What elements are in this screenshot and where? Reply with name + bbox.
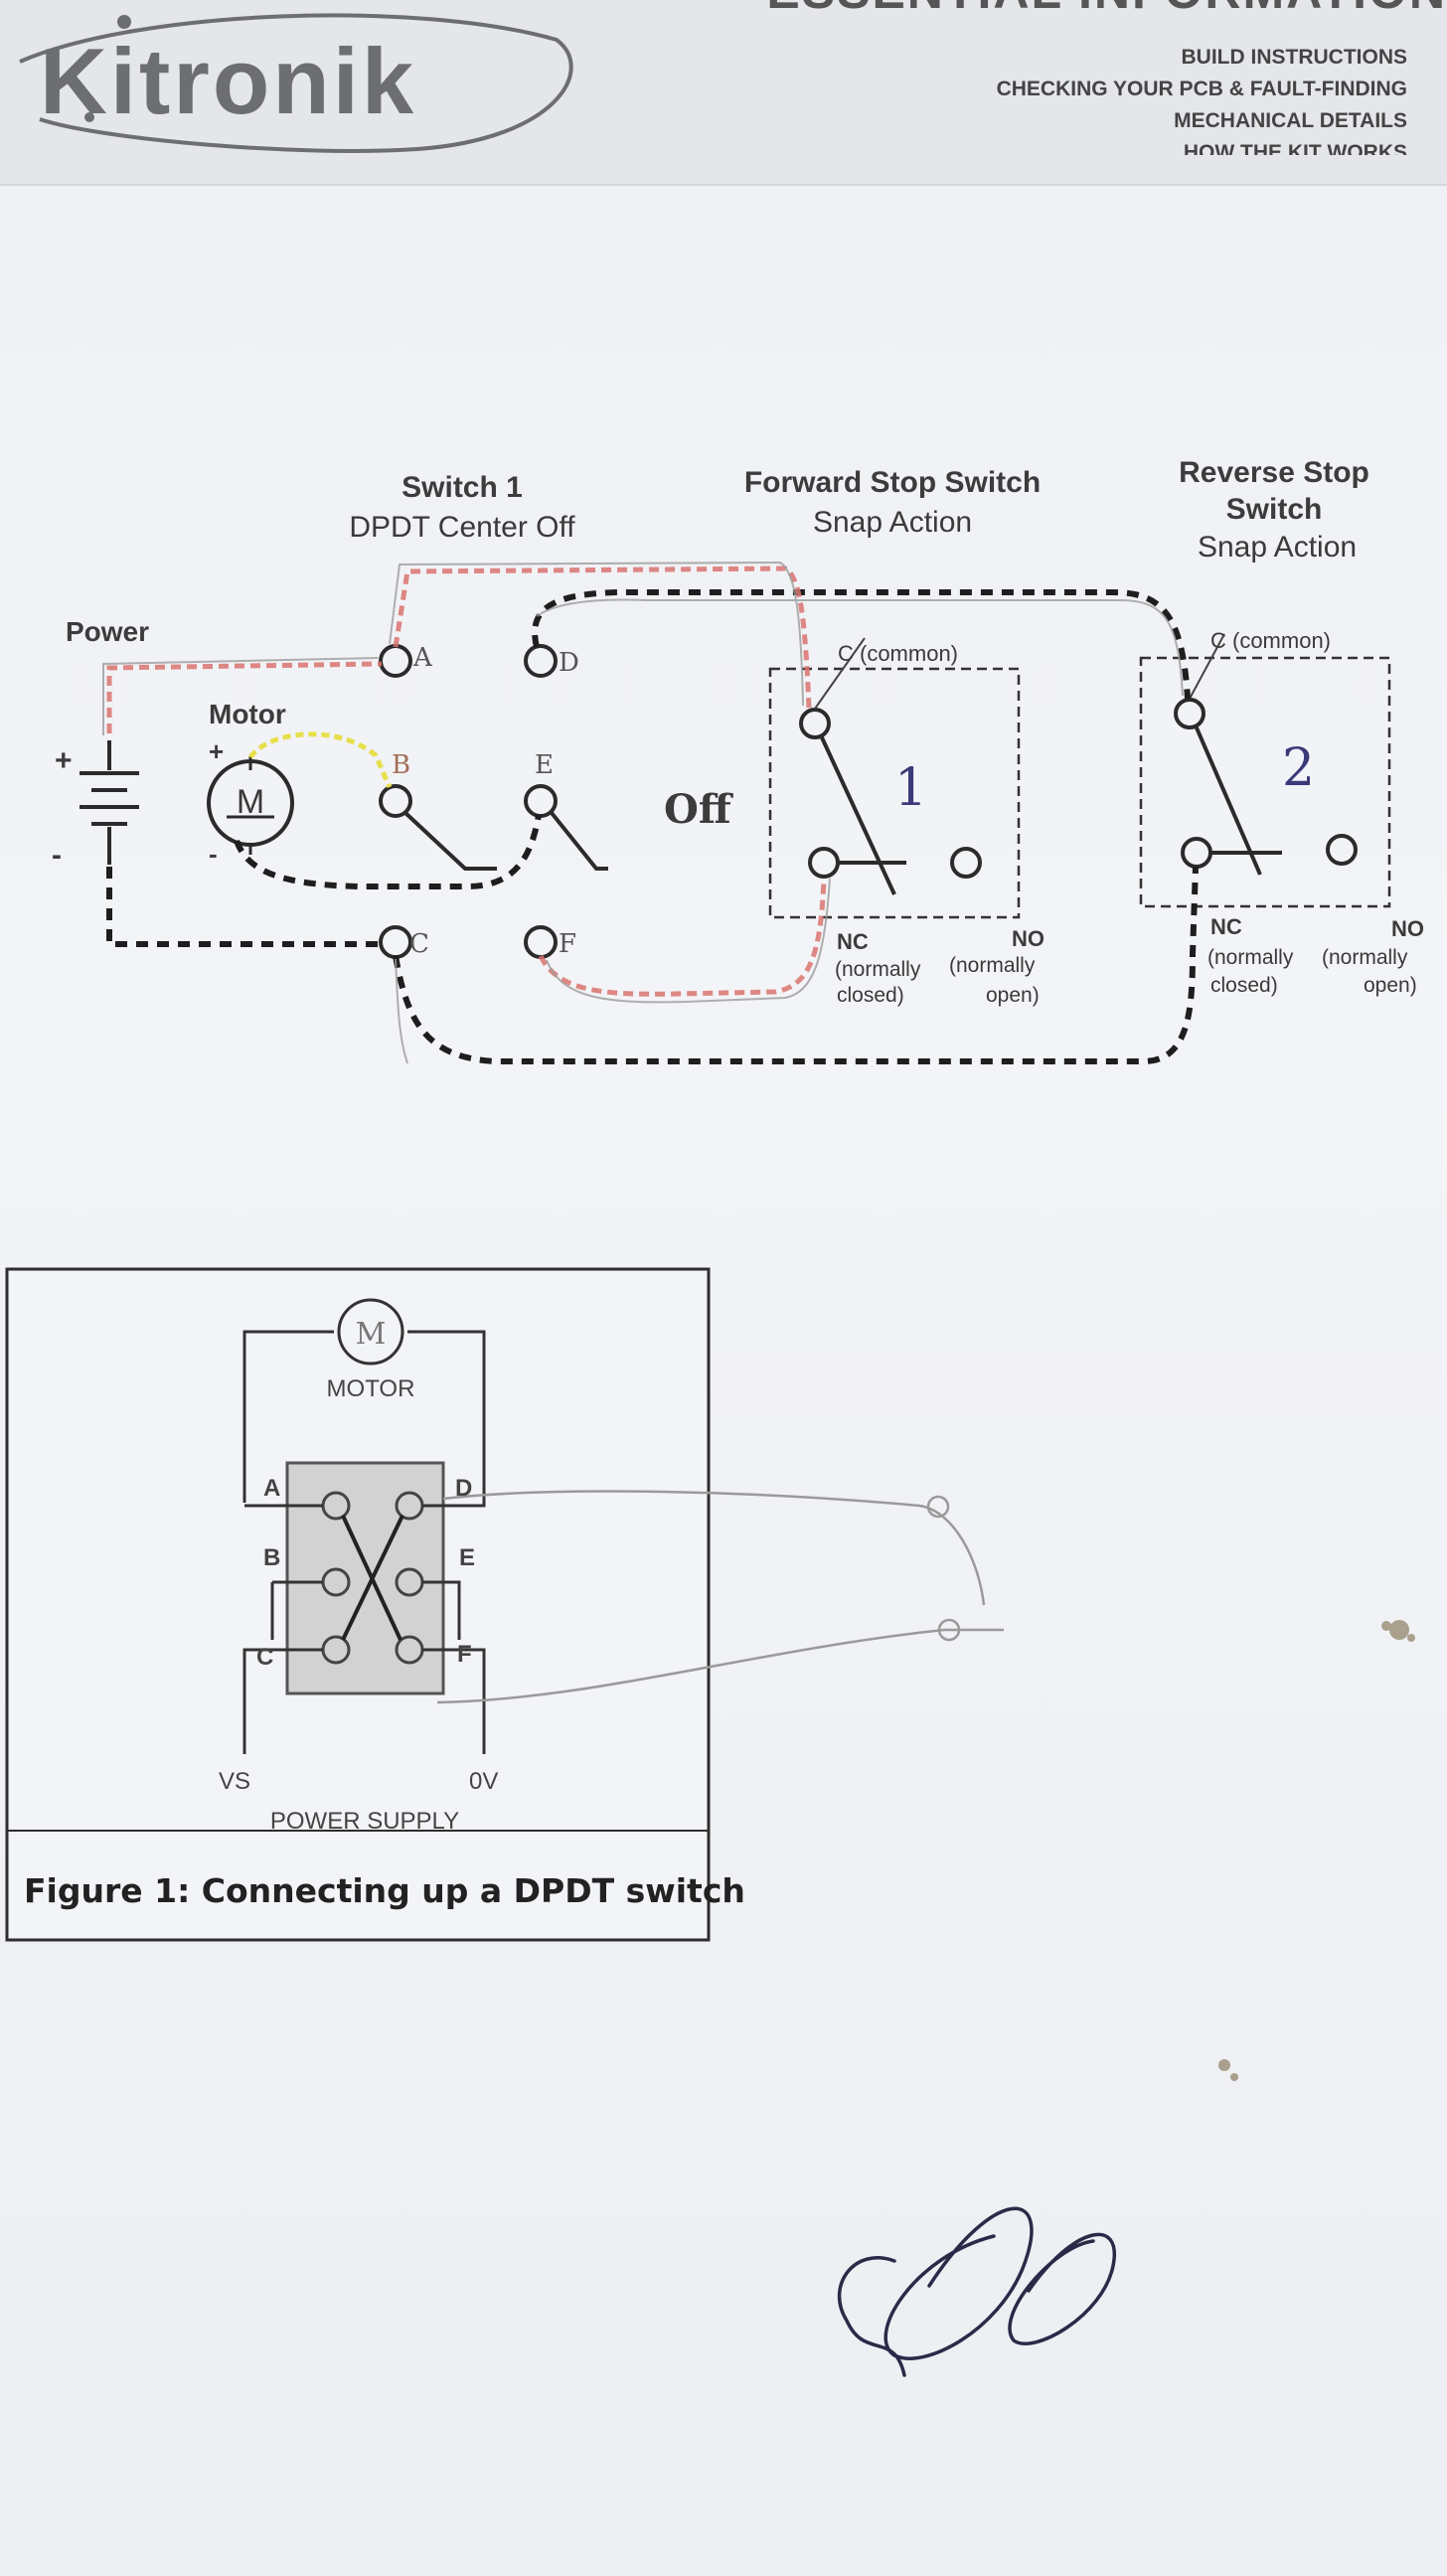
motor-minus-label: - xyxy=(209,839,218,869)
terminal-c-label: C xyxy=(409,929,429,959)
figure-terminal-c-label: C xyxy=(256,1644,273,1671)
forward-no-label: NO xyxy=(1012,926,1045,951)
figure-vs-label: VS xyxy=(219,1768,250,1795)
terminal-c xyxy=(379,925,412,959)
reverse-nc-desc-1: (normally xyxy=(1207,946,1294,969)
motor-m-symbol: M xyxy=(237,783,264,821)
reverse-switch-subtitle: Snap Action xyxy=(1198,531,1357,564)
reverse-no-desc-2: open) xyxy=(1364,974,1417,997)
reverse-no-label: NO xyxy=(1391,916,1424,941)
switch1-subtitle: DPDT Center Off xyxy=(349,511,575,544)
figure-terminal-f-label: F xyxy=(457,1641,472,1668)
yellow-highlight-wire xyxy=(247,731,393,789)
forward-no-desc-1: (normally xyxy=(949,954,1036,977)
dpdt-terminals xyxy=(379,644,608,959)
reverse-nc-label: NC xyxy=(1210,914,1242,939)
terminal-e-label: E xyxy=(535,750,554,780)
terminal-d-label: D xyxy=(559,648,579,678)
battery-minus-label: - xyxy=(52,839,62,872)
figure-power-supply-label: POWER SUPPLY xyxy=(270,1808,459,1835)
forward-no-desc-2: open) xyxy=(986,984,1040,1007)
figure-wiring xyxy=(242,1503,486,1754)
terminal-e xyxy=(524,784,558,818)
forward-nc-label: NC xyxy=(837,929,869,954)
figure-caption: Figure 1: Connecting up a DPDT switch xyxy=(24,1871,745,1910)
motor-plus-label: + xyxy=(209,736,224,766)
power-label: Power xyxy=(66,616,149,647)
reverse-stop-switch xyxy=(1139,633,1391,908)
build-instructions-link[interactable]: BUILD INSTRUCTIONS xyxy=(1181,46,1408,69)
forward-common-label: C (common) xyxy=(838,641,958,666)
terminal-b xyxy=(379,784,412,818)
forward-nc-desc-2: closed) xyxy=(837,984,904,1007)
forward-stop-switch xyxy=(768,637,1021,919)
switch1-title: Switch 1 xyxy=(402,471,523,504)
terminal-f xyxy=(524,925,558,959)
brand-logo: Kitronik xyxy=(40,29,417,133)
figure-terminal-a-label: A xyxy=(263,1475,280,1502)
battery-plus-label: + xyxy=(55,744,73,777)
figure-motor xyxy=(242,1298,486,1503)
reverse-switch-title-2: Switch xyxy=(1226,493,1323,526)
figure-terminal-b-label: B xyxy=(263,1544,280,1571)
motor-label: Motor xyxy=(209,699,286,729)
reverse-handwritten-number: 2 xyxy=(1282,738,1315,798)
terminal-b-label: B xyxy=(392,750,410,780)
terminal-d xyxy=(524,644,558,678)
figure-0v-label: 0V xyxy=(469,1768,498,1795)
header-band: Kitronik ESSENTIAL INFORMATION BUILD INS… xyxy=(0,0,1447,186)
off-label: Off xyxy=(664,786,733,833)
how-kit-works-link[interactable]: HOW THE KIT WORKS xyxy=(1183,141,1407,155)
dashed-wiring xyxy=(106,589,1199,1064)
figure-terminal-d-label: D xyxy=(455,1475,472,1502)
terminal-a-label: A xyxy=(412,643,433,673)
terminal-f-label: F xyxy=(559,929,576,959)
motor-symbol xyxy=(207,755,294,855)
logo-swoosh xyxy=(19,13,573,153)
battery-symbol xyxy=(80,740,139,865)
mechanical-details-link[interactable]: MECHANICAL DETAILS xyxy=(1174,109,1407,132)
forward-handwritten-number: 1 xyxy=(894,758,927,818)
figure-terminal-e-label: E xyxy=(459,1544,475,1571)
reverse-common-label: C (common) xyxy=(1210,628,1331,653)
section-title: ESSENTIAL INFORMATION xyxy=(766,0,1447,20)
figure-pencil-wires xyxy=(436,1490,1004,1704)
reverse-switch-title: Reverse Stop xyxy=(1179,456,1369,489)
terminal-a xyxy=(379,644,412,678)
paper-smudges xyxy=(1218,1620,1415,2081)
reverse-nc-desc-2: closed) xyxy=(1210,974,1278,997)
gray-pencil-wiring xyxy=(102,561,1184,1064)
figure-motor-symbol: M xyxy=(356,1317,387,1352)
handwritten-signature xyxy=(837,2206,1116,2377)
fault-finding-link[interactable]: CHECKING YOUR PCB & FAULT-FINDING xyxy=(996,78,1407,100)
figure-switch-terminals xyxy=(321,1491,424,1665)
figure-switch-body xyxy=(285,1461,445,1695)
figure-motor-label: MOTOR xyxy=(327,1375,415,1402)
forward-switch-title: Forward Stop Switch xyxy=(744,466,1041,499)
forward-switch-subtitle: Snap Action xyxy=(813,506,972,539)
reverse-no-desc-1: (normally xyxy=(1322,946,1408,969)
forward-nc-desc-1: (normally xyxy=(835,958,921,981)
